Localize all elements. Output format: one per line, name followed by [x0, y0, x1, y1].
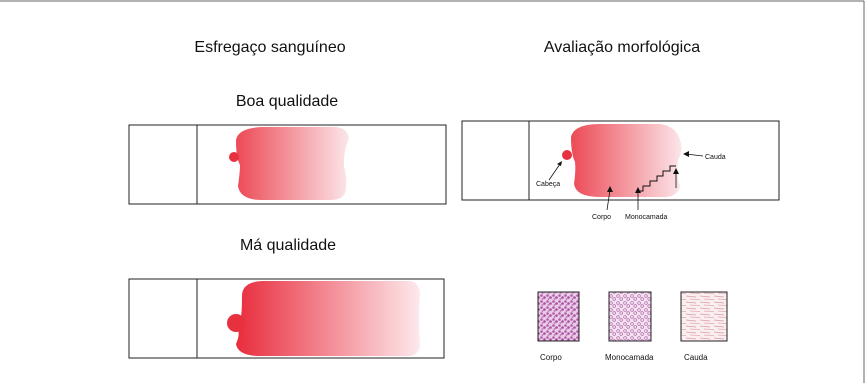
arrow-head-icon — [557, 161, 562, 166]
blood-drop-bad — [227, 314, 245, 332]
micrograph-body: Corpo — [537, 291, 580, 362]
label-body: Corpo — [592, 214, 611, 221]
monolayer-steps — [636, 165, 676, 192]
blood-drop-morphology — [562, 150, 572, 160]
micrograph-monolayer: Monocamada — [605, 291, 654, 362]
micrograph-tail: Cauda — [680, 291, 728, 362]
arrow-tail-icon — [683, 151, 689, 157]
heading-blood-smear: Esfregaço sanguíneo — [194, 39, 345, 56]
heading-morphology: Avaliação morfológica — [544, 39, 700, 56]
caption-body: Corpo — [540, 353, 562, 362]
heading-bad-quality: Má qualidade — [240, 237, 336, 254]
smear-good — [236, 127, 349, 200]
arrow-body-icon — [607, 186, 613, 192]
heading-good-quality: Boa qualidade — [236, 93, 338, 110]
slide-morphology: Cabeça Cauda Corpo Monocamada — [461, 120, 780, 221]
arrow-up-icon — [673, 168, 679, 174]
arrow-monolayer-icon — [635, 187, 641, 193]
smear-morphology — [571, 124, 682, 197]
label-monolayer: Monocamada — [625, 214, 668, 221]
blood-drop-good — [229, 152, 239, 162]
caption-tail: Cauda — [684, 353, 708, 362]
slide-good-quality — [128, 124, 447, 205]
label-head: Cabeça — [536, 181, 560, 188]
label-tail: Cauda — [705, 154, 726, 161]
caption-monolayer: Monocamada — [605, 353, 654, 362]
slide-bad-quality — [128, 278, 445, 359]
smear-bad — [236, 281, 420, 356]
